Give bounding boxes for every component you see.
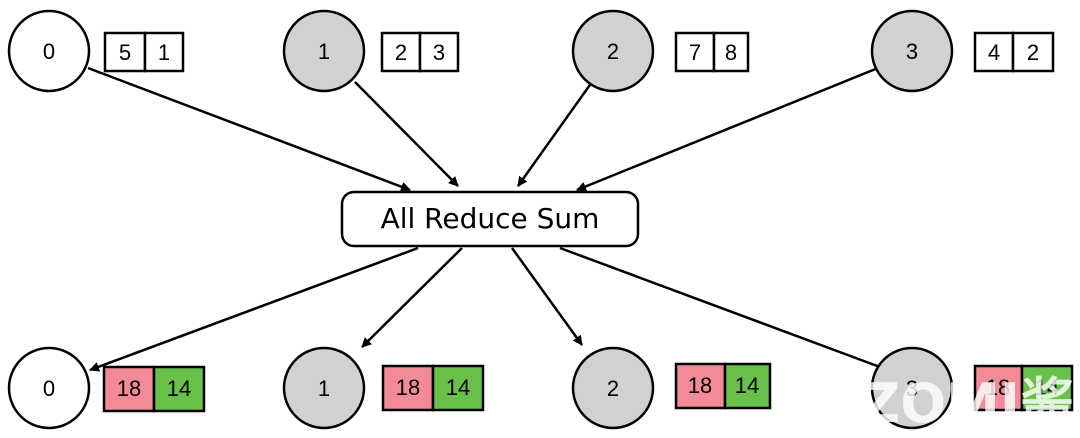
value-array: 5 1 — [103, 31, 185, 73]
watermark: ZOMI酱 — [861, 372, 1074, 435]
result-cell: 14 — [735, 373, 759, 398]
node-circle — [7, 346, 91, 430]
rank-label: 2 — [607, 376, 619, 401]
value-cell: 2 — [1027, 40, 1039, 65]
rank-label: 1 — [318, 39, 330, 64]
node-circle — [571, 9, 655, 93]
result-cell: 14 — [446, 375, 470, 400]
node-circle — [7, 9, 91, 93]
result-array: 18 14 — [102, 365, 206, 413]
value-array: 4 2 — [973, 31, 1055, 73]
result-cell: 18 — [688, 373, 712, 398]
rank-label: 1 — [318, 376, 330, 401]
rank-label: 0 — [43, 39, 55, 64]
arrow-in-3 — [576, 66, 879, 192]
result-array: 18 14 — [973, 364, 1074, 412]
output-node-1: 1 18 14 — [282, 346, 485, 430]
result-cell: 14 — [1035, 375, 1059, 400]
value-cell: 2 — [395, 40, 407, 65]
output-node-0: 0 18 14 — [7, 346, 206, 430]
arrow-in-1 — [354, 81, 459, 187]
arrow-out-2 — [510, 247, 584, 346]
result-array: 18 14 — [381, 364, 485, 412]
result-cell: 18 — [396, 375, 420, 400]
node-circle — [282, 9, 366, 93]
result-array: 18 14 — [674, 362, 772, 410]
rank-label: 2 — [607, 39, 619, 64]
output-node-2: 2 18 14 — [571, 346, 772, 430]
node-circle — [571, 346, 655, 430]
input-node-3: 3 4 2 — [870, 9, 1055, 93]
result-cell: 18 — [986, 375, 1010, 400]
node-circle — [870, 346, 954, 430]
value-cell: 8 — [725, 40, 737, 65]
value-cell: 4 — [988, 40, 1000, 65]
value-array: 2 3 — [380, 31, 460, 73]
output-node-3: 3 18 14 — [870, 346, 1074, 430]
value-cell: 3 — [433, 40, 445, 65]
value-cell: 5 — [119, 40, 131, 65]
output-arrows — [89, 246, 889, 372]
arrow-out-1 — [361, 247, 463, 348]
rank-label: 3 — [906, 376, 918, 401]
operation-box: All Reduce Sum — [340, 190, 640, 248]
arrow-in-2 — [516, 81, 594, 187]
input-node-1: 1 2 3 — [282, 9, 460, 93]
result-cell: 18 — [117, 376, 141, 401]
input-node-0: 0 5 1 — [7, 9, 185, 93]
operation-label: All Reduce Sum — [381, 202, 600, 235]
arrow-out-0 — [89, 246, 419, 372]
value-cell: 7 — [689, 40, 701, 65]
value-cell: 1 — [158, 40, 170, 65]
input-arrows — [87, 66, 879, 192]
rank-label: 3 — [906, 39, 918, 64]
node-circle — [282, 346, 366, 430]
node-circle — [870, 9, 954, 93]
result-cell: 14 — [167, 376, 191, 401]
arrow-in-0 — [87, 66, 411, 192]
value-array: 7 8 — [674, 31, 750, 73]
arrow-out-3 — [559, 246, 889, 372]
rank-label: 0 — [43, 376, 55, 401]
input-node-2: 2 7 8 — [571, 9, 750, 93]
